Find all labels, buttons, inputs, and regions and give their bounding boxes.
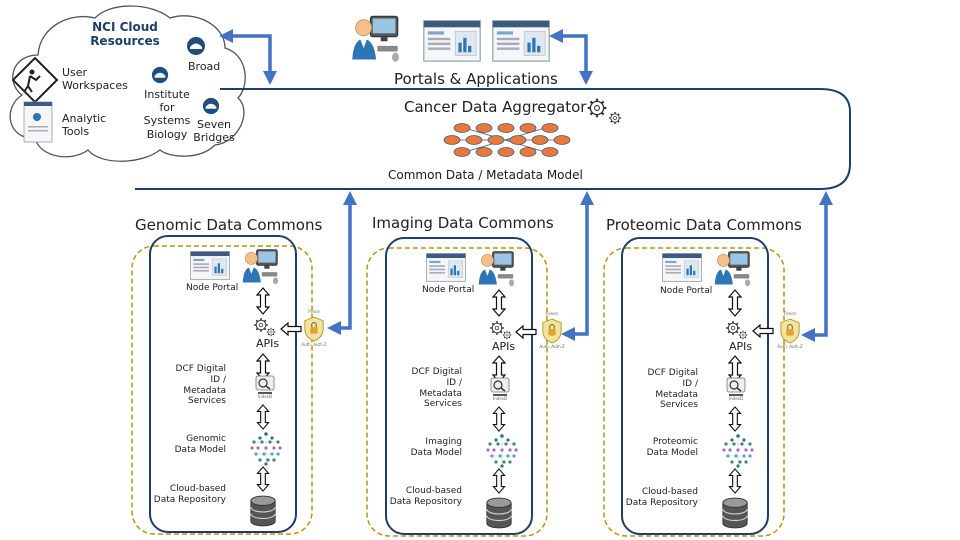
seven-bridges-label: Seven Bridges <box>193 118 235 145</box>
fence-sub-label: Auth. Auth.Z <box>301 342 327 347</box>
proteomic-apis-label: APIs <box>729 340 753 353</box>
broad-docker-icon <box>187 37 205 55</box>
aggregator-box <box>135 88 851 190</box>
portals-apps-label: Portals & Applications <box>394 70 558 88</box>
api-gear-icon <box>725 320 741 336</box>
data-model-graph-icon <box>249 432 283 466</box>
seven-bridges-docker-icon <box>202 97 220 115</box>
fence-badge-label: Fence <box>784 311 796 316</box>
cancer-data-aggregator-label: Cancer Data Aggregator <box>404 98 587 116</box>
isb-label: Institute for Systems Biology <box>143 88 191 141</box>
api-gear-icon <box>253 317 269 333</box>
fence-badge-label: Fence <box>546 311 558 316</box>
up-down-arrow-icon <box>256 466 270 492</box>
proteomic-repository-label: Cloud-based Data Repository <box>625 487 698 508</box>
portal-screen-icon <box>492 20 550 62</box>
fence-sub-label: Auth. Auth.Z <box>777 344 803 349</box>
genomic-commons-title: Genomic Data Commons <box>135 216 323 234</box>
node-portal-screen-icon <box>662 253 702 282</box>
broad-label: Broad <box>188 60 221 73</box>
proteomic-dcf-label: DCF Digital ID / Metadata Services <box>647 368 698 411</box>
node-portal-screen-icon <box>190 251 230 280</box>
analytic-tools-icon <box>23 101 53 143</box>
aggregator-gear-icon <box>586 97 608 119</box>
up-down-arrow-icon <box>492 289 506 317</box>
proteomic-commons-title: Proteomic Data Commons <box>606 216 802 234</box>
imaging-node-portal-label: Node Portal <box>422 285 475 295</box>
indexd-label: IndexD <box>492 396 508 401</box>
indexd-icon <box>255 375 275 395</box>
up-down-arrow-icon <box>492 406 506 432</box>
up-down-arrow-icon <box>728 468 742 494</box>
api-gear-icon <box>489 320 505 336</box>
imaging-commons-frame <box>366 237 548 537</box>
node-portal-user-icon <box>242 249 279 285</box>
imaging-apis-label: APIs <box>492 340 516 353</box>
common-data-model-label: Common Data / Metadata Model <box>388 168 583 182</box>
left-arrow-icon <box>280 322 302 336</box>
isb-docker-icon <box>151 66 169 84</box>
imaging-data-model-label: Imaging Data Model <box>410 437 462 458</box>
fence-shield-icon <box>542 318 562 344</box>
fence-shield-icon <box>780 318 800 344</box>
database-icon <box>486 497 512 529</box>
data-model-graph-icon <box>721 434 755 468</box>
database-icon <box>722 497 748 529</box>
imaging-dcf-label: DCF Digital ID / Metadata Services <box>411 367 462 410</box>
portal-user-icon <box>351 15 400 63</box>
left-arrow-icon <box>752 324 774 338</box>
api-gear-icon <box>738 330 748 340</box>
proteomic-commons-frame <box>603 237 785 537</box>
genomic-data-model-label: Genomic Data Model <box>174 434 226 455</box>
database-icon <box>250 495 276 527</box>
hex-network-icon <box>443 123 571 157</box>
genomic-repository-label: Cloud-based Data Repository <box>153 484 226 505</box>
imaging-commons-title: Imaging Data Commons <box>372 214 554 232</box>
up-down-arrow-icon <box>256 404 270 430</box>
genomic-dcf-label: DCF Digital ID / Metadata Services <box>175 364 226 407</box>
fence-shield-icon <box>304 316 324 342</box>
proteomic-data-model-label: Proteomic Data Model <box>646 437 698 458</box>
indexd-label: IndexD <box>257 394 273 399</box>
api-gear-icon <box>266 327 276 337</box>
node-portal-screen-icon <box>426 253 466 282</box>
proteomic-node-portal-label: Node Portal <box>660 286 713 296</box>
node-portal-user-icon <box>478 251 515 287</box>
user-workspaces-label: User Workspaces <box>62 66 128 93</box>
analytic-tools-label: Analytic Tools <box>62 112 107 139</box>
up-down-arrow-icon <box>256 287 270 315</box>
blue-connector-arrows <box>219 29 833 342</box>
api-gear-icon <box>502 330 512 340</box>
indexd-icon <box>490 377 510 397</box>
genomic-apis-label: APIs <box>256 337 280 350</box>
up-down-arrow-icon <box>728 406 742 432</box>
cloud-title: NCI Cloud Resources <box>90 20 160 49</box>
node-portal-user-icon <box>714 251 751 287</box>
imaging-repository-label: Cloud-based Data Repository <box>389 486 462 507</box>
fence-badge-label: Fence <box>308 309 320 314</box>
portal-screen-icon <box>423 20 481 62</box>
data-model-graph-icon <box>485 434 519 468</box>
indexd-label: IndexD <box>728 396 744 401</box>
up-down-arrow-icon <box>492 468 506 494</box>
indexd-icon <box>726 377 746 397</box>
fence-sub-label: Auth. Auth.Z <box>539 344 565 349</box>
up-down-arrow-icon <box>728 289 742 317</box>
aggregator-gear-icon <box>608 111 622 125</box>
genomic-node-portal-label: Node Portal <box>186 283 239 293</box>
genomic-commons-frame <box>131 235 313 535</box>
